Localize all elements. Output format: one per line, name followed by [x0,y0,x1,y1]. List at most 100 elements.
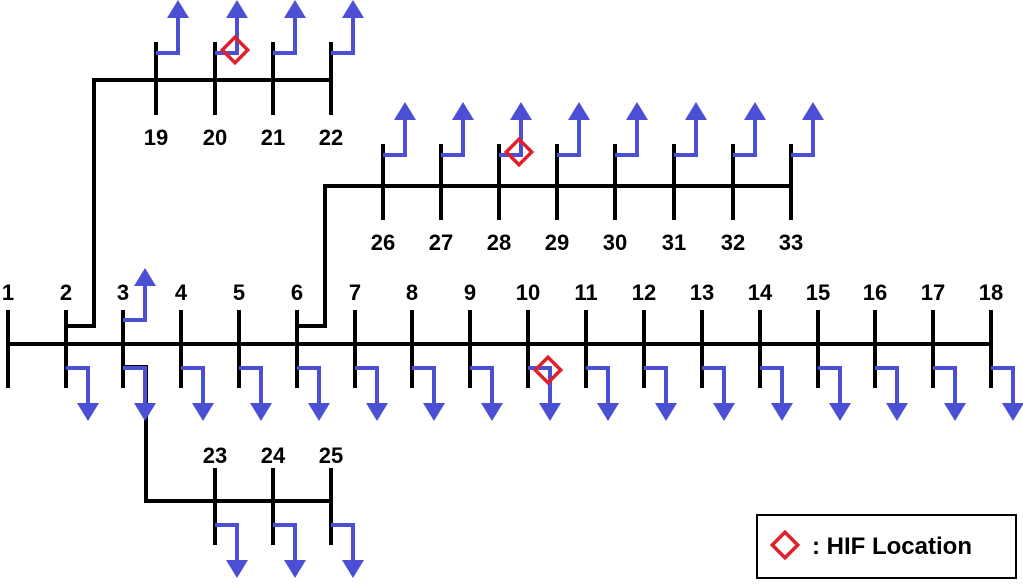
legend: : HIF Location [756,514,1017,579]
load-line-25 [331,523,355,562]
load-arrow-down-icon-2 [77,403,99,421]
bus-label-15: 15 [806,280,830,305]
load-arrow-up-icon-33 [802,102,824,120]
load-line-2 [66,366,90,405]
bus-label-33: 33 [779,230,803,255]
load-arrow-down-icon-15 [829,403,851,421]
load-arrow-up-icon-31 [685,102,707,120]
load-line-9 [470,366,494,405]
load-arrow-up-icon-32 [744,102,766,120]
load-line-13 [702,366,726,405]
load-arrow-up-icon-29 [568,102,590,120]
hif-markers [219,34,564,386]
load-line-up-30 [615,118,639,157]
load-line-up-31 [674,118,698,157]
load-line-15 [818,366,842,405]
load-line-up-21 [273,16,297,55]
load-line-up-19 [156,16,180,55]
load-line-up-26 [383,118,407,157]
load-arrow-down-icon-9 [481,403,503,421]
hif-marker-icon-10 [532,354,564,386]
hif-marker-icon-28 [503,136,535,168]
load-line-6 [297,366,321,405]
bus-label-24: 24 [261,443,286,468]
load-arrow-down-icon-11 [597,403,619,421]
bus-label-19: 19 [144,125,168,150]
load-arrow-down-icon-5 [250,403,272,421]
bus-label-17: 17 [921,280,945,305]
bus-label-23: 23 [203,443,227,468]
load-arrow-down-icon-4 [192,403,214,421]
load-arrow-down-icon-16 [886,403,908,421]
load-line-up-27 [441,118,465,157]
lateral-line-6-26 [297,184,383,328]
load-arrow-down-icon-17 [944,403,966,421]
load-line-up-28 [499,118,523,157]
bus-label-14: 14 [748,280,773,305]
load-arrow-down-icon-10 [539,403,561,421]
load-line-16 [875,366,899,405]
bus-label-5: 5 [233,280,245,305]
load-line-up-20 [215,16,239,55]
load-arrow-up-icon-27 [452,102,474,120]
lateral-line-2-19 [66,78,156,328]
legend-hif-marker-icon [769,529,801,561]
load-arrows [66,0,1023,578]
bus-label-16: 16 [863,280,887,305]
load-line-4 [181,366,205,405]
bus-label-30: 30 [603,230,627,255]
bus-label-21: 21 [261,125,285,150]
load-arrow-down-icon-24 [284,560,306,578]
load-line-17 [933,366,957,405]
load-arrow-down-icon-8 [423,403,445,421]
bus-label-2: 2 [60,280,72,305]
bus-label-10: 10 [516,280,540,305]
load-line-up-29 [557,118,581,157]
bus-label-3: 3 [117,280,129,305]
load-arrow-up-icon-30 [626,102,648,120]
load-line-11 [586,366,610,405]
load-line-3 [123,366,147,405]
bus-label-29: 29 [545,230,569,255]
load-arrow-up-icon-26 [394,102,416,120]
load-line-23 [215,523,239,562]
load-line-5 [239,366,263,405]
bus-label-28: 28 [487,230,511,255]
bus-label-9: 9 [464,280,476,305]
load-line-up-33 [791,118,815,157]
load-arrow-down-icon-12 [655,403,677,421]
load-arrow-down-icon-6 [308,403,330,421]
bus-label-1: 1 [2,280,14,305]
bus-label-4: 4 [175,280,188,305]
load-arrow-up-icon-3 [134,268,156,286]
load-arrow-down-icon-23 [226,560,248,578]
legend-box [756,514,1017,579]
bus-label-11: 11 [574,280,597,305]
load-line-7 [355,366,379,405]
bus-label-20: 20 [203,125,227,150]
bus-label-7: 7 [349,280,361,305]
load-line-12 [644,366,668,405]
legend-text: : HIF Location [812,533,972,560]
load-line-up-22 [331,16,355,55]
bus-label-32: 32 [721,230,745,255]
load-arrow-up-icon-28 [510,102,532,120]
bus-label-12: 12 [632,280,656,305]
load-arrow-up-icon-19 [167,0,189,18]
load-arrow-up-icon-22 [342,0,364,18]
load-arrow-down-icon-13 [713,403,735,421]
bus-label-25: 25 [319,443,343,468]
load-arrow-down-icon-25 [342,560,364,578]
bus-label-6: 6 [291,280,303,305]
load-arrow-up-icon-20 [226,0,248,18]
bus-label-18: 18 [979,280,1003,305]
bus-bars [6,42,993,545]
load-line-up-32 [733,118,757,157]
load-line-18 [991,366,1015,405]
load-line-up-3 [123,284,147,322]
load-line-8 [412,366,436,405]
load-arrow-up-icon-21 [284,0,306,18]
bus-label-31: 31 [662,230,686,255]
